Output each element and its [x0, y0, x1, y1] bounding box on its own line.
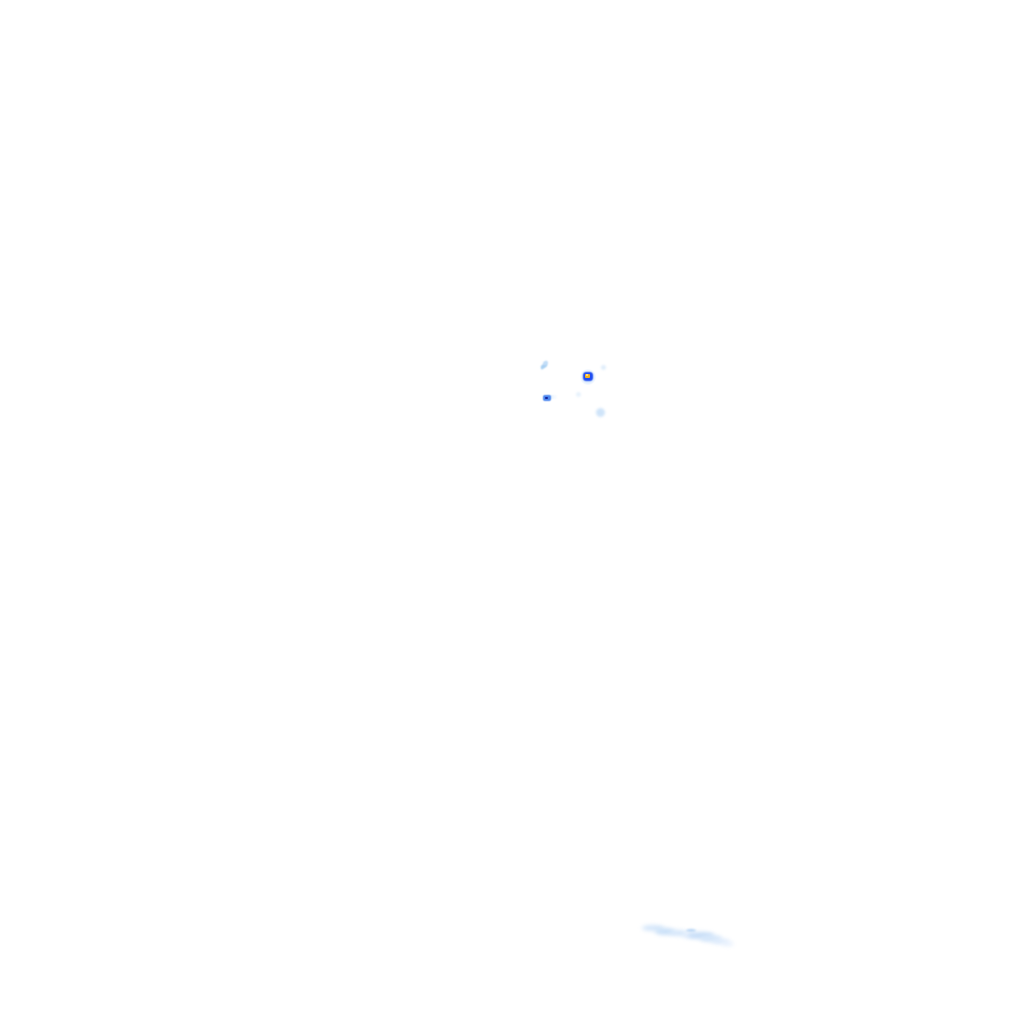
reef-streak-segment: [682, 933, 696, 938]
blob-southwest-core: [545, 397, 548, 399]
cluster-mark-blob-southwest: [539, 392, 559, 404]
cluster-mark-dash-northwest: [538, 359, 551, 370]
blob-main-core-highlight: [586, 374, 588, 376]
blob-southwest-body: [543, 395, 551, 401]
reef-streak-segment: [642, 925, 664, 931]
reef-streak-segment: [722, 942, 734, 946]
cluster-mark-dot-southeast: [596, 408, 605, 417]
cluster-mark-dot-northeast: [601, 365, 606, 370]
reef-streak-wisp: [686, 929, 696, 932]
blob-main-core: [585, 374, 590, 378]
cluster-mark-blob-main: [578, 367, 598, 387]
reef-streak-segment: [712, 939, 730, 944]
reef-streak-segment: [700, 935, 722, 942]
reef-streak-segment: [655, 928, 675, 935]
reef-streak-segment: [669, 930, 687, 936]
dash-northwest-tip: [542, 360, 549, 366]
blob-main-halo: [580, 369, 596, 385]
blob-main-ring: [583, 372, 593, 381]
blob-southwest-tail: [546, 395, 558, 399]
dash-northwest-stroke: [539, 362, 549, 370]
reef-streak: [638, 916, 738, 956]
reef-streak-segment: [688, 932, 714, 939]
cluster-mark-dot-middle: [576, 392, 581, 397]
